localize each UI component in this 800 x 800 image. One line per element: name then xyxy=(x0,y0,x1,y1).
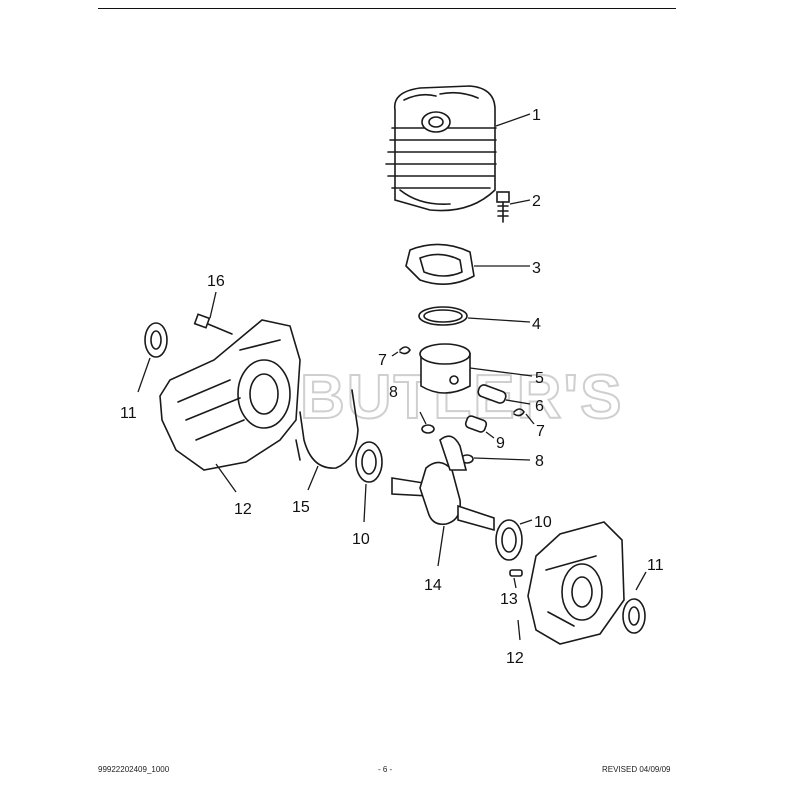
part-cylinder-gasket xyxy=(405,243,475,285)
part-screw xyxy=(193,313,233,335)
part-cylinder-bolt xyxy=(496,191,510,223)
callout-5: 5 xyxy=(535,370,544,387)
callout-11b: 11 xyxy=(647,557,664,574)
part-oil-seal-left xyxy=(144,322,168,358)
callout-12a: 12 xyxy=(234,501,252,518)
part-piston-ring xyxy=(418,306,468,326)
callout-4: 4 xyxy=(532,316,541,333)
footer-doc-number: 99922202409_1000 xyxy=(98,765,170,774)
part-needle-bearing xyxy=(464,415,488,433)
part-bearing-right xyxy=(495,519,523,561)
part-oil-seal-right xyxy=(622,598,646,634)
footer-revised-date: REVISED 04/09/09 xyxy=(602,765,671,774)
part-crankcase-right xyxy=(527,521,625,645)
callout-2: 2 xyxy=(532,193,541,210)
part-cylinder xyxy=(385,85,497,212)
part-circlip-a xyxy=(399,346,411,355)
header-rule xyxy=(98,8,676,9)
callout-14: 14 xyxy=(424,577,442,594)
part-washer-a xyxy=(421,424,435,434)
part-piston-pin xyxy=(477,384,507,404)
callout-9: 9 xyxy=(496,435,505,452)
callout-labels: 1 2 3 4 5 6 7 8 9 7 8 10 10 11 11 12 12 … xyxy=(120,107,664,667)
callout-3: 3 xyxy=(532,260,541,277)
callout-16: 16 xyxy=(207,273,225,290)
callout-13: 13 xyxy=(500,591,518,608)
callout-1: 1 xyxy=(532,107,541,124)
callout-6: 6 xyxy=(535,398,544,415)
callout-8a: 8 xyxy=(389,384,398,401)
callout-15: 15 xyxy=(292,499,310,516)
callout-10b: 10 xyxy=(534,514,552,531)
exploded-parts-diagram: BUTLER'S xyxy=(120,85,664,667)
part-circlip-b xyxy=(513,408,525,417)
part-bearing-left xyxy=(355,441,383,483)
part-crankcase-gasket xyxy=(295,389,359,469)
callout-11a: 11 xyxy=(120,405,137,422)
part-crankcase-left xyxy=(159,319,301,471)
part-dowel-pin xyxy=(509,569,523,577)
leader-lines xyxy=(137,113,647,641)
callout-12b: 12 xyxy=(506,650,524,667)
callout-7a: 7 xyxy=(378,352,387,369)
callout-10a: 10 xyxy=(352,531,370,548)
callout-7b: 7 xyxy=(536,423,545,440)
part-piston xyxy=(419,343,471,394)
part-crankshaft xyxy=(391,435,495,532)
callout-8b: 8 xyxy=(535,453,544,470)
footer-page-number: - 6 - xyxy=(378,765,393,774)
